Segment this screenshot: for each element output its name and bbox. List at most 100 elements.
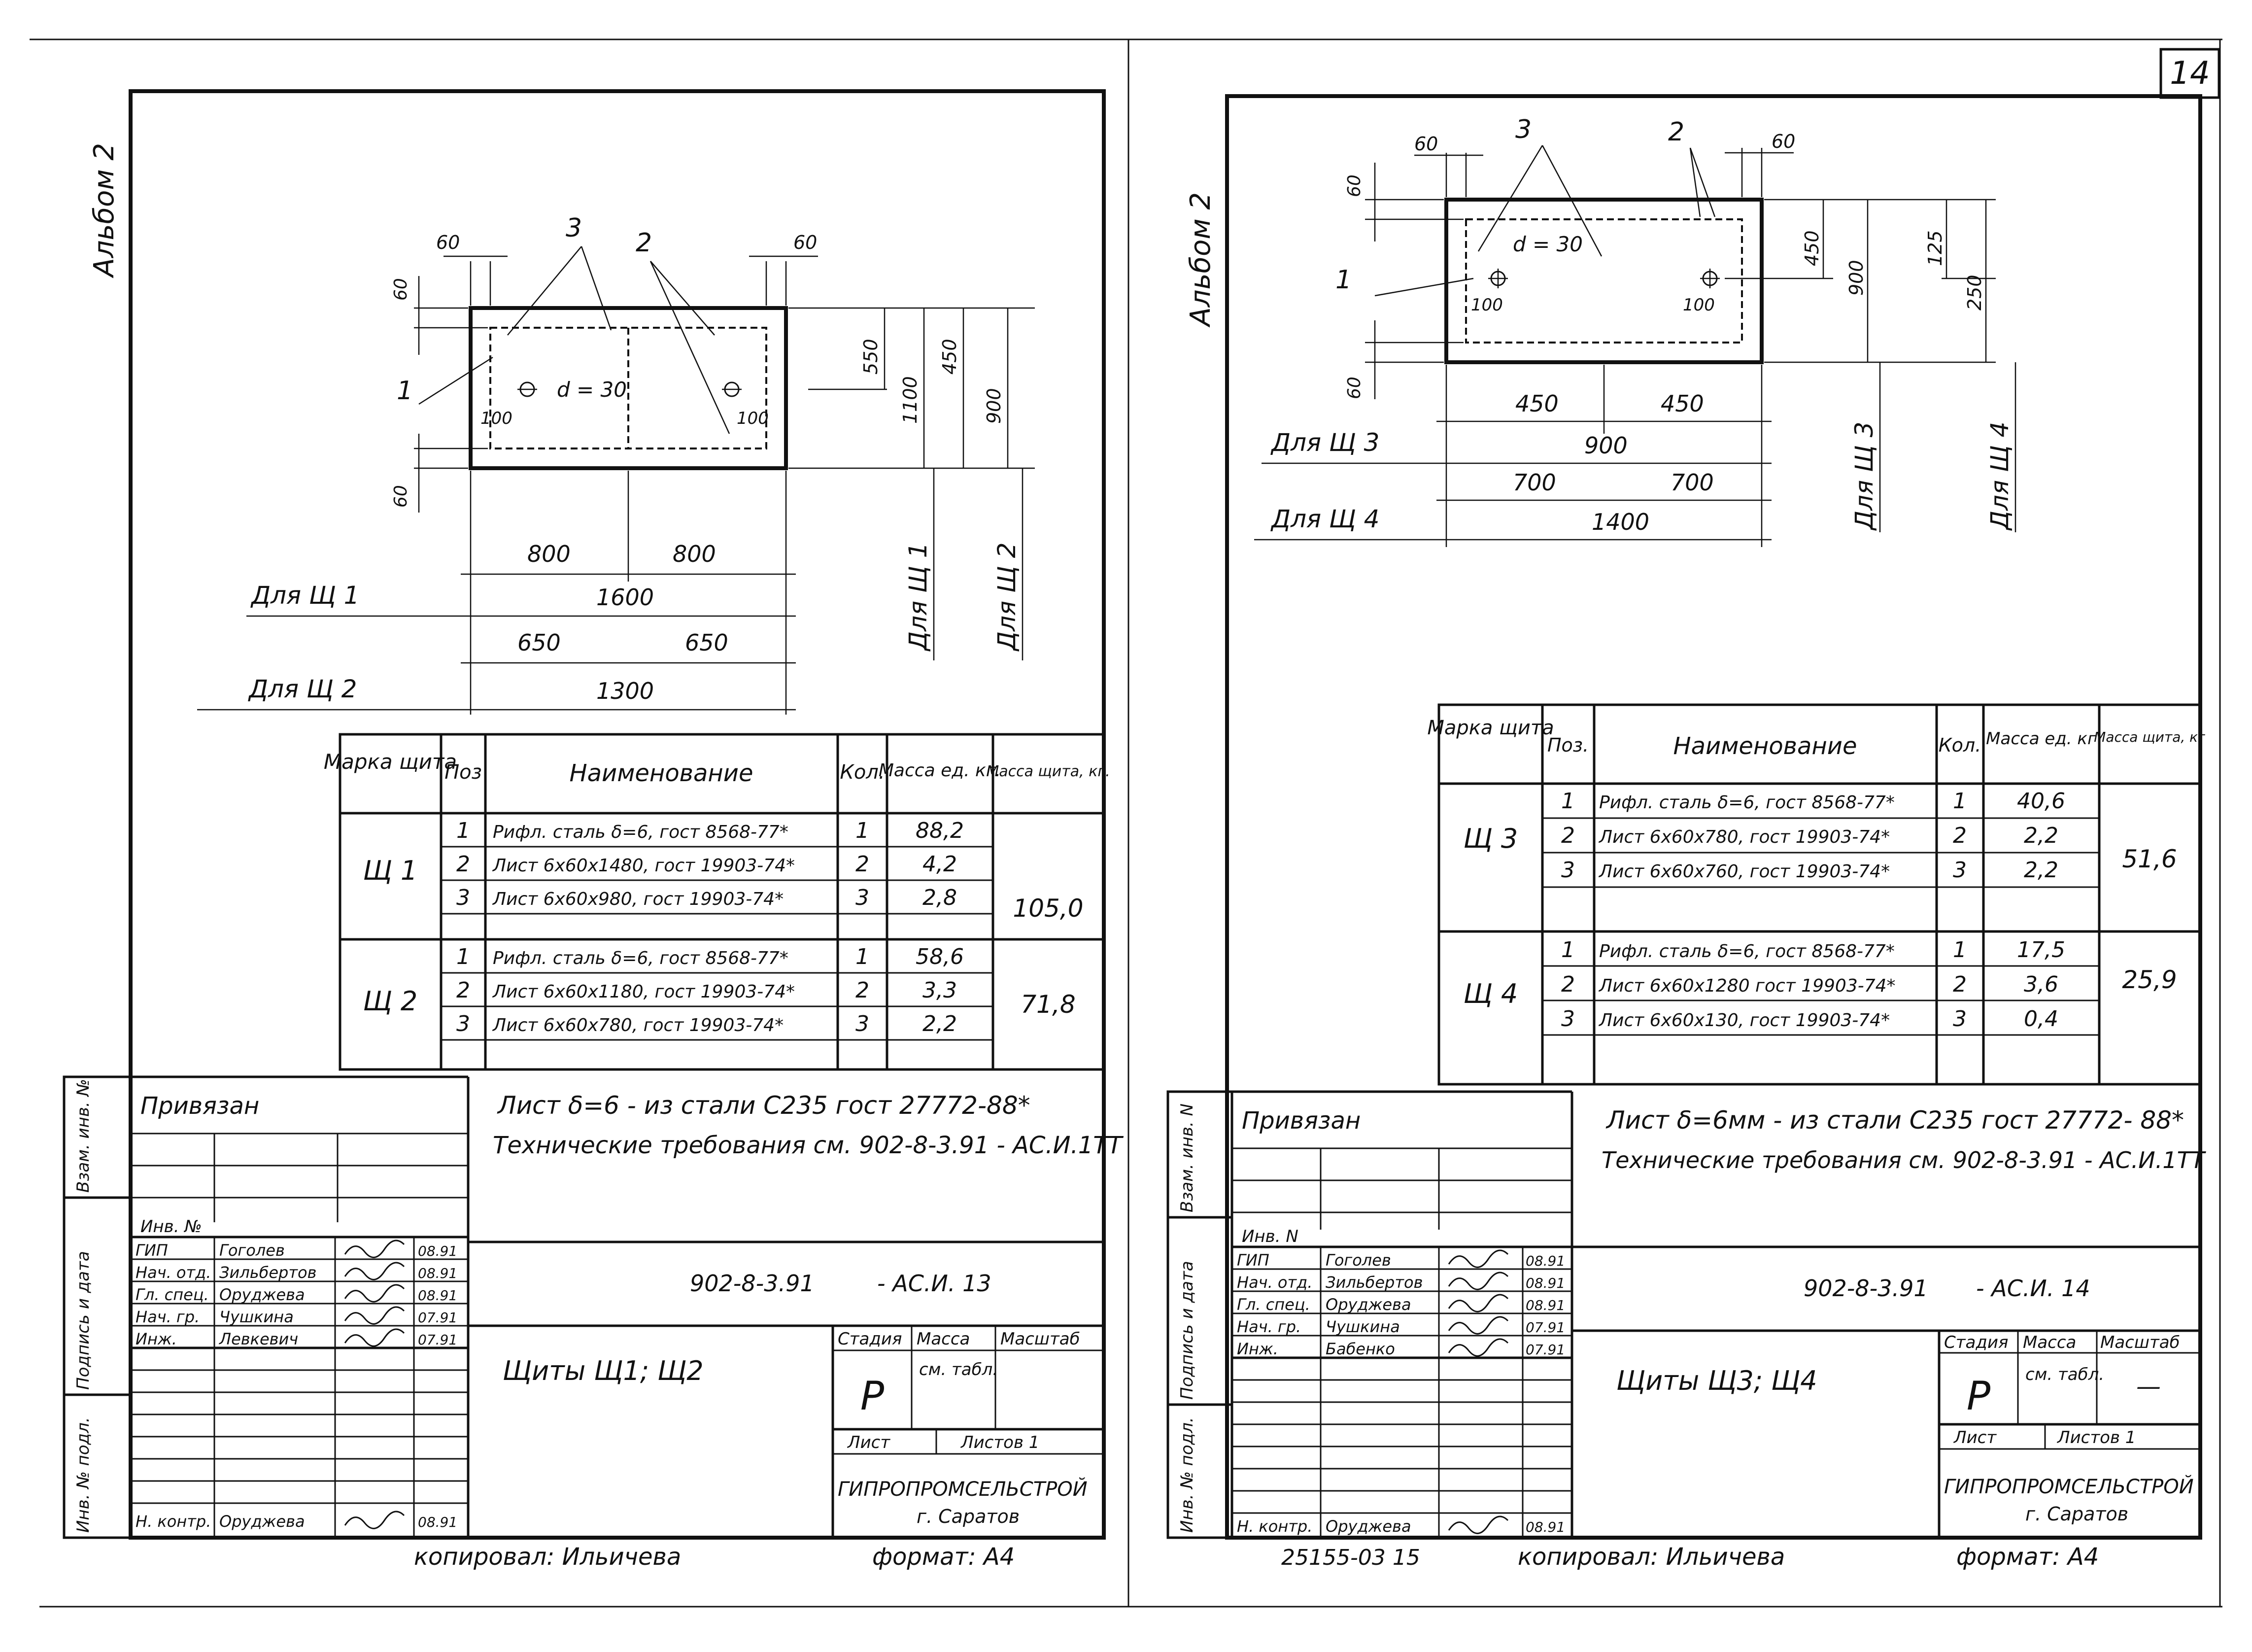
left-mark-sh2: Щ 2 [363, 986, 418, 1017]
left-stamp-title: Щиты Щ1; Щ2 [503, 1355, 704, 1386]
right-row-mass: 2,2 [2024, 823, 2058, 848]
right-sheets-header: Листов 1 [2056, 1428, 2136, 1447]
left-role-0: ГИП [136, 1241, 168, 1260]
signature-icon [1448, 1338, 1509, 1357]
left-person-4: Левкевич [219, 1330, 298, 1348]
signature-icon [1448, 1249, 1509, 1268]
left-row-name: Лист 6х60х980, гост 19903-74* [492, 889, 784, 909]
left-for-1-vertical: Для Щ 1 [904, 543, 932, 652]
left-dim-900: 900 [983, 388, 1005, 424]
signature-icon [344, 1239, 405, 1258]
right-row-name: Лист 6х60х760, гост 19903-74* [1598, 861, 1890, 882]
left-side-label-2: Подпись и дата [73, 1251, 93, 1390]
right-role-0: ГИП [1237, 1251, 1269, 1270]
left-album-label: Альбом 2 [88, 143, 120, 278]
right-dim-450a: 450 [1515, 390, 1559, 417]
signature-icon [1448, 1272, 1509, 1290]
right-stamp-title: Щиты Щ3; Щ4 [1616, 1365, 1817, 1396]
left-th-pos: Поз [444, 761, 482, 784]
right-edge-100a: 100 [1471, 295, 1503, 315]
right-row-pos: 3 [1561, 858, 1575, 883]
right-row-pos: 2 [1561, 972, 1575, 997]
right-dim-450: 450 [1801, 230, 1823, 266]
left-row-name: Лист 6х60х1180, гост 19903-74* [492, 982, 795, 1002]
left-role-4: Инж. [136, 1330, 177, 1348]
right-title-block: Взам. инв. N Подпись и дата Инв. № подл.… [1166, 1090, 2200, 1539]
right-total-sh3: 51,6 [2122, 845, 2177, 873]
left-org-city: г. Саратов [917, 1506, 1020, 1527]
signature-icon [1448, 1515, 1509, 1534]
right-row-qty: 1 [1953, 937, 1967, 963]
left-dim-650b: 650 [685, 629, 728, 656]
left-row-mass: 58,6 [916, 944, 964, 969]
left-side-label-3: Инв. № подл. [73, 1417, 93, 1533]
left-dim-550: 550 [860, 339, 882, 375]
right-mark-sh3: Щ 3 [1464, 823, 1518, 854]
left-dim-800a: 800 [527, 541, 571, 567]
left-total-sh2: 71,8 [1021, 990, 1075, 1019]
right-dim-1400: 1400 [1592, 509, 1649, 535]
right-hole-label: d = 30 [1513, 232, 1583, 256]
right-for-3-horizontal: Для Щ 3 [1270, 428, 1379, 457]
left-row-qty: 2 [855, 852, 869, 877]
right-row-name: Лист 6х60х780, гост 19903-74* [1598, 827, 1890, 847]
right-person-2: Оруджева [1326, 1295, 1411, 1314]
left-note-material: Лист δ=6 - из стали С235 гост 27772-88* [497, 1091, 1030, 1120]
right-dim-60-tr: 60 [1772, 131, 1795, 152]
left-dim-60-vt: 60 [391, 278, 411, 301]
right-row-pos: 1 [1561, 937, 1575, 963]
left-dim-450: 450 [939, 339, 960, 375]
left-control-date: 08.91 [418, 1514, 457, 1530]
page-number: 14 [2170, 55, 2210, 92]
right-date-1: 08.91 [1526, 1275, 1565, 1291]
right-pos-2: 2 [1668, 117, 1684, 147]
right-sheet: Альбом 2 d = 30 100 100 3 2 1 60 [1166, 94, 2207, 1571]
left-dim-1600: 1600 [596, 584, 654, 611]
right-row-name: Рифл. сталь δ=6, гост 8568-77* [1599, 941, 1895, 962]
right-for-4-vertical: Для Щ 4 [1985, 422, 2014, 531]
left-role-2: Гл. спец. [136, 1285, 209, 1304]
right-spec-table: Марка щита Поз. Наименование Кол. Масса … [1427, 703, 2205, 1086]
left-inv-label: Инв. № [140, 1217, 202, 1237]
left-th-mark: Марка щита [324, 750, 457, 774]
left-row-mass: 2,2 [922, 1011, 957, 1036]
left-doc-code: 902-8-3.91 [690, 1270, 815, 1297]
right-th-pos: Поз. [1547, 734, 1589, 756]
right-row-qty: 1 [1953, 789, 1967, 814]
right-pos-1: 1 [1335, 265, 1352, 295]
right-th-name: Наименование [1673, 732, 1857, 760]
left-footer-copied: копировал: Ильичева [414, 1543, 681, 1571]
right-row-mass: 40,6 [2017, 789, 2065, 814]
right-row-pos: 2 [1561, 823, 1575, 848]
right-row-name: Лист 6х60х130, гост 19903-74* [1598, 1010, 1890, 1031]
left-row-pos: 1 [456, 818, 470, 843]
left-dim-800b: 800 [673, 541, 716, 567]
left-row-pos: 1 [456, 944, 470, 969]
signature-icon [344, 1328, 405, 1347]
left-role-3: Нач. гр. [136, 1308, 200, 1326]
right-side-label-2: Подпись и дата [1177, 1261, 1197, 1400]
right-row-mass: 3,6 [2024, 972, 2058, 997]
left-row-pos: 2 [456, 978, 470, 1003]
right-row-qty: 3 [1953, 858, 1967, 883]
right-person-0: Гоголев [1326, 1251, 1391, 1270]
left-mass-value: см. табл. [919, 1360, 998, 1379]
left-th-mass-unit: Масса ед. кг. [879, 760, 1001, 781]
left-stage-header: Стадия [838, 1329, 902, 1349]
left-mark-sh1: Щ 1 [363, 855, 418, 886]
left-note-requirements: Технические требования см. 902-8-3.91 - … [493, 1132, 1124, 1159]
left-row-name: Лист 6х60х780, гост 19903-74* [492, 1015, 784, 1035]
right-tied-label: Привязан [1242, 1107, 1361, 1135]
right-role-2: Гл. спец. [1237, 1295, 1310, 1314]
right-edge-100b: 100 [1683, 295, 1715, 315]
left-person-3: Чушкина [219, 1308, 294, 1326]
left-plate-drawing: d = 30 100 100 3 2 1 60 60 60 [197, 213, 1035, 715]
left-row-mass: 88,2 [916, 818, 964, 843]
left-date-4: 07.91 [418, 1332, 457, 1348]
right-note-material: Лист δ=6мм - из стали С235 гост 27772- 8… [1605, 1106, 2184, 1135]
right-inv-label: Инв. N [1242, 1227, 1298, 1246]
left-control-name: Оруджева [219, 1512, 305, 1531]
left-row-qty: 1 [855, 818, 869, 843]
left-side-label-1: Взам. инв. № [73, 1079, 93, 1193]
